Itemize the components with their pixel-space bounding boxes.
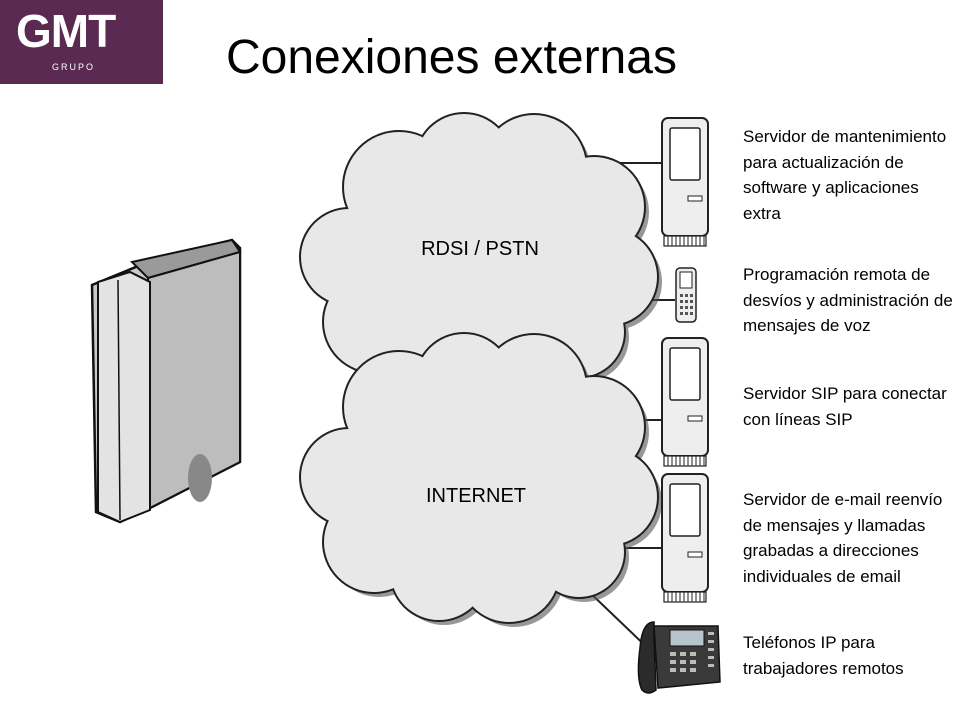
ip-phone-icon — [637, 621, 721, 694]
page-title: Conexiones externas — [226, 31, 677, 84]
desc-email-server: Servidor de e-mail reenvío de mensajes y… — [743, 490, 943, 586]
desc-ip-phones: Teléfonos IP para trabajadores remotos — [743, 633, 904, 678]
desc-remote-programming: Programación remota de desvíos y adminis… — [743, 265, 953, 335]
server-icon-email — [661, 473, 709, 603]
logo: GMT GRUPO — [0, 0, 163, 84]
pbx-device — [88, 238, 245, 524]
cloud-label-internet: INTERNET — [426, 485, 526, 507]
desc-maintenance-server: Servidor de mantenimiento para actualiza… — [743, 127, 947, 223]
logo-subtext: GRUPO — [52, 62, 96, 72]
logo-text: GMT — [16, 5, 116, 57]
desc-sip-server: Servidor SIP para conectar con líneas SI… — [743, 384, 947, 429]
server-icon-maintenance — [661, 117, 709, 247]
cloud-label-rdsi: RDSI / PSTN — [421, 238, 539, 260]
mobile-phone-icon — [675, 267, 697, 323]
cloud-internet — [299, 332, 662, 627]
server-icon-sip — [661, 337, 709, 467]
